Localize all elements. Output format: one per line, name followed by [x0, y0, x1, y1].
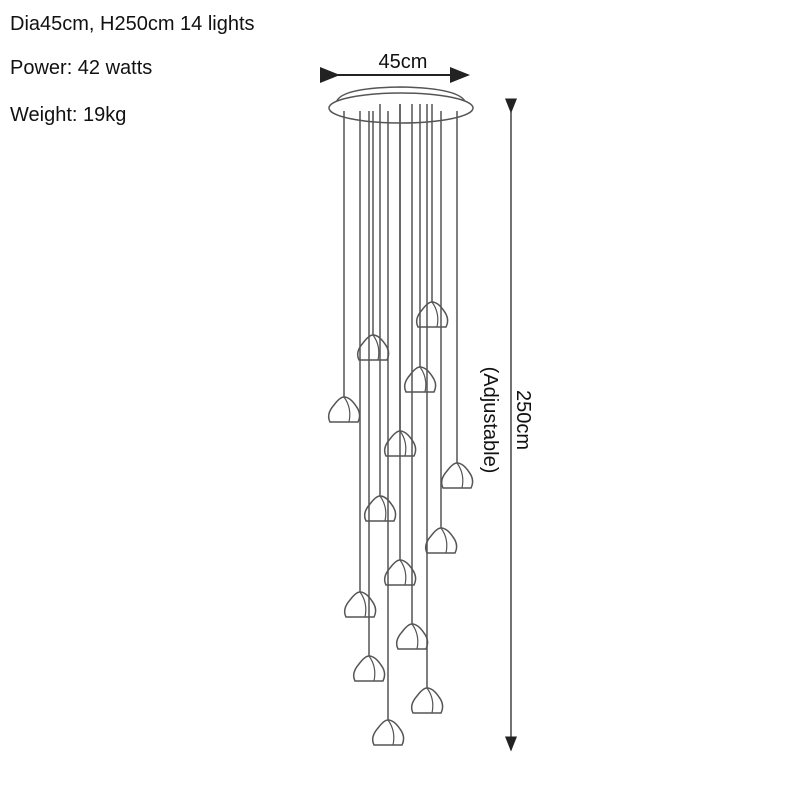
pendant-light	[410, 104, 444, 714]
pendant-light	[383, 104, 417, 586]
ceiling-canopy	[328, 86, 474, 124]
pendant-light	[352, 111, 386, 682]
pendant-light	[371, 111, 405, 746]
pendant-lights	[327, 104, 474, 746]
pendant-light	[343, 111, 377, 618]
pendant-light	[395, 104, 429, 650]
pendant-light	[356, 111, 390, 361]
spec-weight: Weight: 19kg	[10, 104, 127, 126]
height-label: 250cm	[512, 390, 534, 450]
pendant-light	[415, 104, 449, 328]
width-label: 45cm	[379, 51, 428, 73]
pendant-light	[440, 111, 474, 489]
spec-dimensions: Dia45cm, H250cm 14 lights	[10, 13, 255, 35]
spec-power: Power: 42 watts	[10, 57, 153, 79]
pendant-light	[403, 104, 437, 393]
pendant-light	[327, 111, 361, 423]
height-note: (Adjustable)	[479, 367, 501, 474]
